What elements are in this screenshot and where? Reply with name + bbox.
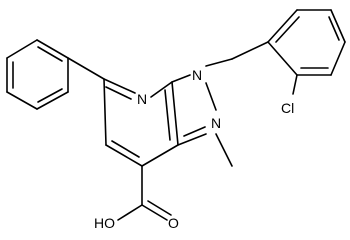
double-bond xyxy=(111,140,140,158)
bond xyxy=(205,82,217,111)
double-bond xyxy=(164,89,171,141)
bond xyxy=(292,74,298,95)
bond xyxy=(215,133,233,167)
bond xyxy=(6,39,38,59)
bond xyxy=(105,144,143,167)
bond xyxy=(67,57,105,80)
double-bond xyxy=(105,86,132,100)
chlorophenyl-ring xyxy=(267,9,346,76)
bond xyxy=(141,204,168,221)
double-bond xyxy=(147,200,172,216)
atom-label-n1: N xyxy=(137,91,147,107)
bond xyxy=(267,9,298,43)
atom-label-cl: Cl xyxy=(281,100,294,116)
pyridine-ring xyxy=(103,78,179,167)
bond xyxy=(141,144,179,167)
bond xyxy=(6,91,38,110)
double-bond xyxy=(37,88,63,103)
double-bond xyxy=(37,46,63,62)
atom-label-n2: N xyxy=(192,67,202,83)
bond xyxy=(117,204,143,221)
bond xyxy=(171,74,191,83)
bond xyxy=(103,78,107,146)
bond xyxy=(330,9,346,43)
bond xyxy=(36,91,69,110)
bond xyxy=(171,81,179,146)
pyrazole-ring xyxy=(171,74,217,146)
bond xyxy=(231,41,269,60)
bond xyxy=(330,41,346,76)
double-bond xyxy=(328,16,340,41)
bond xyxy=(36,39,69,59)
atom-label-carbonyl-oxygen: O xyxy=(168,215,179,231)
double-bond xyxy=(183,126,206,137)
bond xyxy=(150,81,173,98)
bond xyxy=(205,58,233,67)
double-bond xyxy=(275,16,300,43)
atom-label-hydroxyl: HO xyxy=(94,215,115,231)
bond xyxy=(177,133,207,146)
atom-label-n7: N xyxy=(211,115,221,131)
bond xyxy=(103,78,136,94)
phenyl-ring xyxy=(6,39,69,110)
bond xyxy=(267,41,298,76)
